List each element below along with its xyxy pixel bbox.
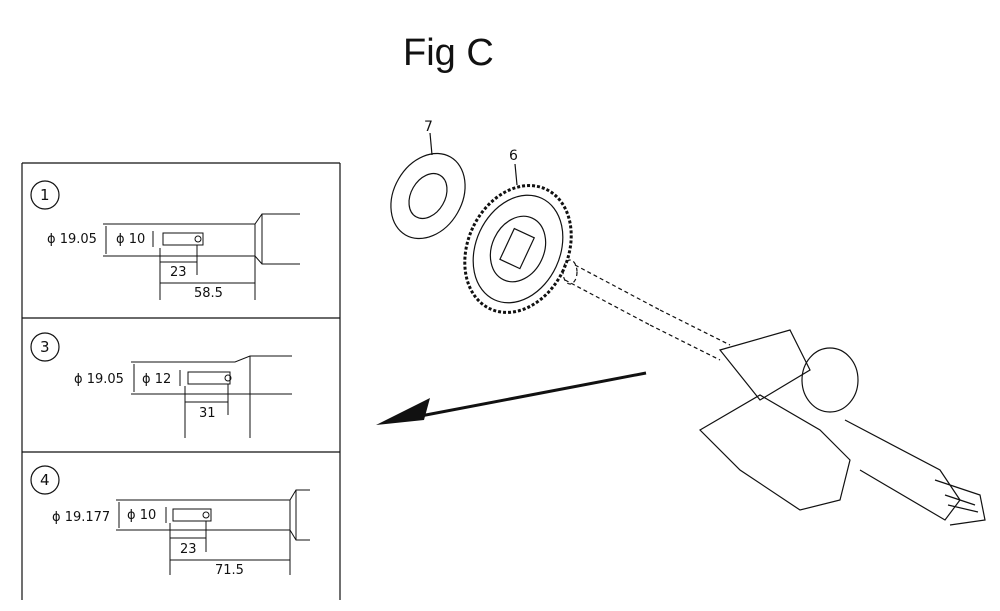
panel-3-short-length: 31 bbox=[199, 406, 216, 421]
panel-1-number-circle bbox=[30, 180, 60, 210]
detail-panel-3: 3 ϕ 19.05 ϕ 12 31 bbox=[30, 332, 292, 438]
detail-panel-1: 1 ϕ 19.05 ϕ 10 23 58.5 bbox=[30, 180, 300, 301]
panel-1-short-length: 23 bbox=[170, 265, 187, 280]
panel-1-long-length: 58.5 bbox=[194, 286, 223, 301]
panel-3-outer-diameter: ϕ 19.05 bbox=[74, 372, 124, 387]
panel-3-shaft-drawing bbox=[131, 355, 292, 438]
gear-part-6 bbox=[463, 163, 573, 314]
panel-4-shaft-drawing bbox=[116, 489, 310, 575]
panel-4-long-length: 71.5 bbox=[215, 563, 244, 578]
panel-1-number: 1 bbox=[40, 186, 50, 204]
pointer-arrow bbox=[376, 371, 647, 425]
panel-4-number-circle bbox=[30, 465, 60, 495]
panel-4-number: 4 bbox=[40, 471, 50, 489]
panel-1-inner-diameter: ϕ 10 bbox=[116, 232, 145, 247]
panel-1-shaft-drawing bbox=[103, 213, 300, 300]
figure-title: Fig C bbox=[403, 32, 494, 74]
panel-4-inner-diameter: ϕ 10 bbox=[127, 508, 156, 523]
washer-part-7 bbox=[390, 132, 466, 240]
panel-4-outer-diameter: ϕ 19.177 bbox=[52, 510, 110, 525]
panel-3-number-circle bbox=[30, 332, 60, 362]
panel-3-number: 3 bbox=[40, 338, 50, 356]
crankshaft-drawing bbox=[562, 259, 986, 526]
panel-3-inner-diameter: ϕ 12 bbox=[142, 372, 171, 387]
callout-6: 6 bbox=[509, 148, 518, 164]
detail-panel-frame bbox=[21, 162, 341, 600]
callout-7: 7 bbox=[424, 119, 433, 135]
panel-1-outer-diameter: ϕ 19.05 bbox=[47, 232, 97, 247]
detail-panel-4: 4 ϕ 19.177 ϕ 10 23 71.5 bbox=[30, 465, 310, 578]
panel-4-short-length: 23 bbox=[180, 542, 197, 557]
